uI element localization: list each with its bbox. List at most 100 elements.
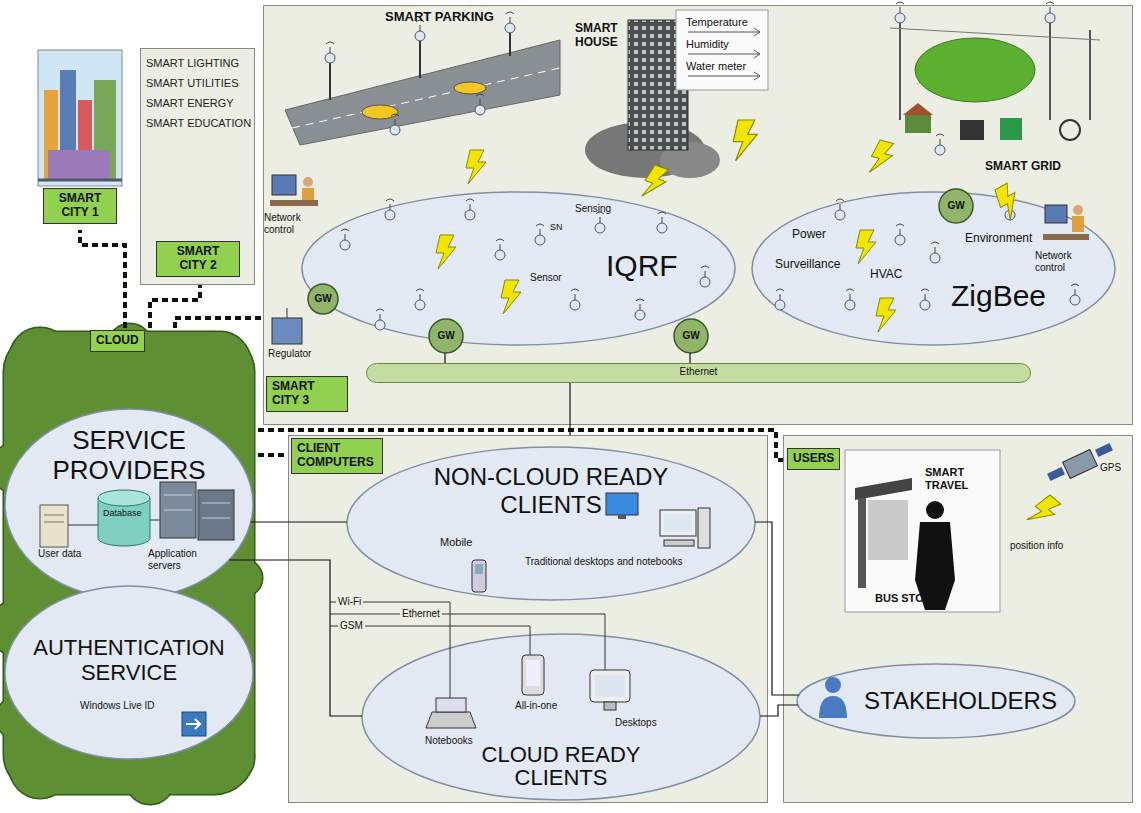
parking-picture — [390, 114, 400, 135]
server-pictures — [40, 505, 68, 547]
network-wire — [569, 383, 570, 435]
sensor-nodes — [895, 224, 905, 245]
sensor-nodes — [375, 309, 385, 330]
device-pictures — [604, 702, 616, 710]
ellipse-outline — [5, 586, 253, 759]
smart-grid-picture — [960, 120, 984, 140]
server-pictures — [202, 518, 230, 519]
cloud-outline — [10, 328, 70, 388]
cloud-outline — [206, 734, 254, 782]
part-label: User data — [38, 548, 81, 560]
part-label: Power — [792, 228, 826, 242]
smart-grid-picture — [1045, 2, 1055, 23]
network-wire — [444, 353, 445, 363]
device-pictures — [618, 515, 626, 519]
node-label: CLOUD READY CLIENTS — [451, 743, 671, 789]
device-pictures — [660, 510, 696, 536]
radio-link — [876, 298, 896, 332]
live-id-icon — [182, 712, 206, 736]
circle-outline — [674, 319, 708, 353]
person-icon — [825, 677, 841, 693]
device-pictures — [475, 564, 483, 574]
cloud-outline — [190, 332, 250, 392]
device-pictures — [590, 670, 630, 702]
node-label: GW — [673, 330, 709, 342]
device-pictures — [664, 540, 694, 546]
ellipse-outline — [752, 192, 1115, 345]
parking-picture — [325, 42, 335, 63]
parking-picture — [362, 105, 398, 119]
regulator-picture — [272, 318, 302, 344]
group-tag: CLIENT COMPUTERS — [291, 438, 383, 474]
cloud-node: CLOUDSERVICE PROVIDERSAUTHENTICATION SER… — [0, 328, 258, 798]
smart-grid-picture — [895, 2, 905, 23]
sensor-nodes — [340, 199, 1080, 330]
client-wires — [330, 614, 605, 670]
device-pictures — [436, 698, 466, 712]
parking-picture — [329, 60, 331, 100]
device-pictures — [698, 508, 710, 548]
operator-figure — [270, 200, 318, 206]
server-pictures — [202, 503, 230, 504]
network-wire — [229, 560, 362, 716]
cloud-link — [258, 430, 783, 460]
cloud-outline — [226, 560, 262, 596]
live-id-icon — [182, 712, 206, 736]
circle-node: GW — [938, 188, 974, 224]
parking-picture — [285, 40, 560, 145]
part-label: Application servers — [148, 548, 210, 571]
operator-figure — [270, 175, 1089, 240]
part-label: SMART TRAVEL — [925, 466, 985, 491]
operator-figure — [1043, 234, 1089, 240]
node-label: SMART LIGHTING — [146, 57, 239, 70]
operator-figure — [272, 175, 296, 195]
tube-outline — [367, 364, 1031, 383]
cloud-link — [175, 318, 263, 328]
tube-node: Ethernet — [366, 363, 1031, 383]
sensor-nodes — [595, 212, 605, 233]
node-label: STAKEHOLDERS — [864, 687, 1057, 715]
cloud-link — [150, 285, 200, 328]
part-label: Desktops — [615, 717, 657, 729]
server-pictures — [164, 495, 192, 496]
sensor-nodes — [930, 242, 940, 263]
operator-figure — [1073, 205, 1083, 215]
server-pictures — [198, 490, 234, 540]
smart-house-picture — [754, 28, 760, 80]
part-label: Network control — [264, 212, 310, 235]
parking-picture — [509, 30, 511, 56]
part-label: Sensor — [530, 272, 562, 284]
node-label: SMART EDUCATION — [146, 117, 251, 130]
node-label: GW — [428, 330, 464, 342]
smart-grid-picture — [1060, 120, 1080, 140]
part-label: Humidity — [686, 38, 729, 51]
cloud-link — [80, 230, 125, 328]
group-tag: SMART CITY 2 — [156, 241, 240, 277]
ellipse-node: CLOUD READY CLIENTS — [361, 633, 761, 801]
bus-stop-picture — [1095, 443, 1113, 457]
city-picture — [48, 150, 110, 180]
part-label: SN — [550, 222, 563, 232]
ellipse-node: IQRF — [301, 191, 736, 346]
radio-link — [992, 182, 1026, 221]
cloud-outline — [226, 560, 262, 596]
part-label: Surveillance — [775, 258, 840, 272]
radio-link — [856, 230, 876, 264]
parking-picture — [454, 82, 486, 94]
ellipse-outline — [797, 664, 1075, 738]
device-pictures — [522, 655, 544, 695]
regulator-picture — [287, 308, 288, 318]
circle-node: GW — [673, 318, 709, 354]
cloud-outline — [10, 738, 70, 798]
city-picture — [38, 50, 122, 186]
smart-grid-picture — [935, 134, 945, 155]
sensor-nodes — [465, 199, 475, 220]
smart-house-picture — [688, 32, 760, 33]
smart-grid-picture — [1000, 118, 1022, 140]
city-picture — [38, 179, 122, 182]
group-tag: USERS — [787, 448, 840, 470]
part-label: GPS — [1100, 462, 1121, 474]
part-label: Temperature — [686, 16, 748, 29]
circle-node: GW — [307, 283, 339, 315]
server-pictures — [150, 520, 160, 521]
